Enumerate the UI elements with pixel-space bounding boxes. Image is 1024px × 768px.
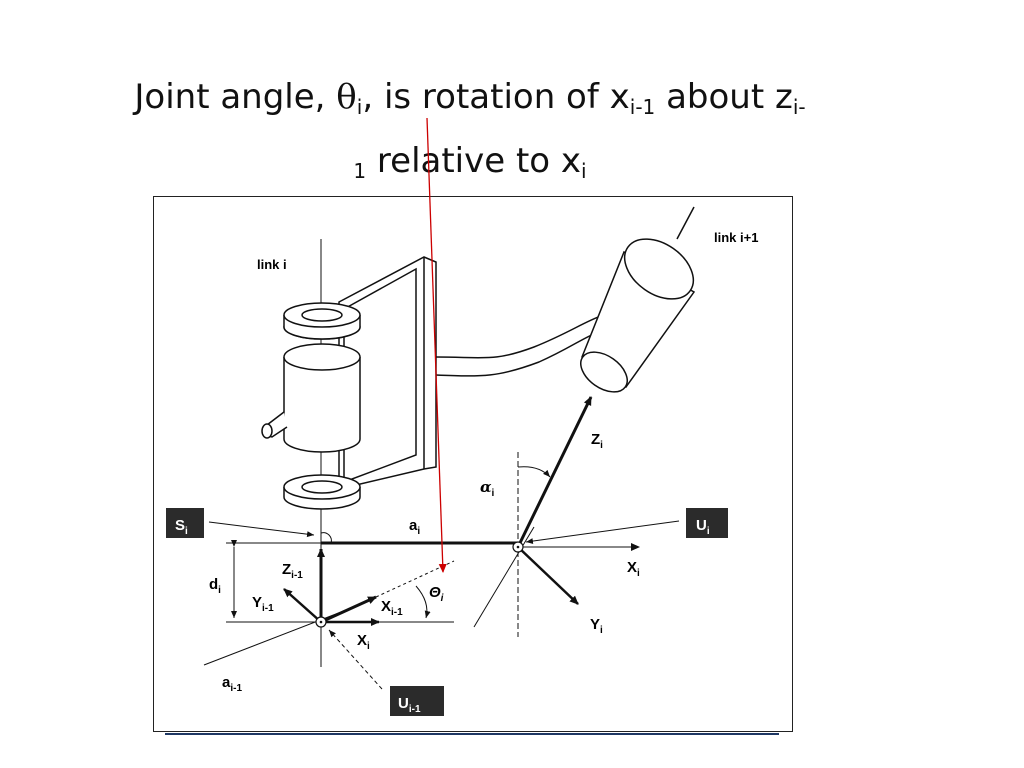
slide-title: Joint angle, θi, is rotation of xi-1 abo… — [0, 70, 940, 198]
u-i-pointer — [525, 520, 680, 545]
label-x-i-right: Xi — [627, 559, 640, 579]
link-i-plus-1-cylinder — [580, 206, 696, 393]
label-u-i: Ui — [696, 517, 710, 537]
label-alpha-i: αi — [480, 478, 495, 499]
theta-i-arc — [415, 585, 431, 619]
title-line-2: 1 relative to xi — [353, 141, 587, 183]
dh-diagram: link i link i+1 Zi αi ai Xi Yi Ui Si di … — [166, 206, 758, 716]
x-i-minus-1-extension — [375, 560, 455, 598]
slanted-axis-joint-i-plus-1 — [473, 526, 535, 628]
u-i-minus-1-pointer — [328, 629, 383, 690]
dh-parameter-figure: link i link i+1 Zi αi ai Xi Yi Ui Si di … — [153, 196, 793, 732]
title-line-1: Joint angle, θi, is rotation of xi-1 abo… — [134, 77, 806, 119]
y-i-axis — [517, 546, 579, 605]
theta-symbol: θ — [336, 77, 357, 117]
s-i-pointer — [208, 521, 315, 538]
label-link-i-plus-1: link i+1 — [714, 230, 758, 245]
figure-underline — [165, 733, 779, 735]
label-z-i-minus-1: Zi-1 — [282, 561, 303, 581]
label-d-i: di — [209, 576, 221, 596]
label-y-i: Yi — [590, 616, 603, 636]
label-y-i-minus-1: Yi-1 — [252, 594, 274, 614]
a-i-minus-1-line — [203, 606, 355, 666]
label-z-i: Zi — [591, 431, 603, 451]
z-i-axis — [516, 396, 593, 548]
s-i-box — [166, 508, 204, 538]
label-theta-i: Θi — [429, 584, 444, 604]
label-x-i-low: Xi — [357, 632, 370, 652]
label-u-i-minus-1: Ui-1 — [398, 695, 421, 715]
label-a-i: ai — [409, 517, 420, 537]
upper-washer — [283, 302, 361, 340]
y-i-minus-1-axis — [283, 588, 322, 623]
label-link-i: link i — [257, 257, 287, 272]
label-x-i-minus-1: Xi-1 — [381, 598, 403, 618]
label-s-i: Si — [175, 517, 188, 537]
u-i-minus-1-box — [390, 686, 444, 716]
cylinder-pin — [261, 411, 288, 439]
u-i-box — [686, 508, 728, 538]
joint-cylinder — [283, 343, 361, 453]
lower-washer — [283, 474, 361, 510]
alpha-arc — [517, 466, 551, 478]
label-a-i-minus-1: ai-1 — [222, 674, 242, 694]
